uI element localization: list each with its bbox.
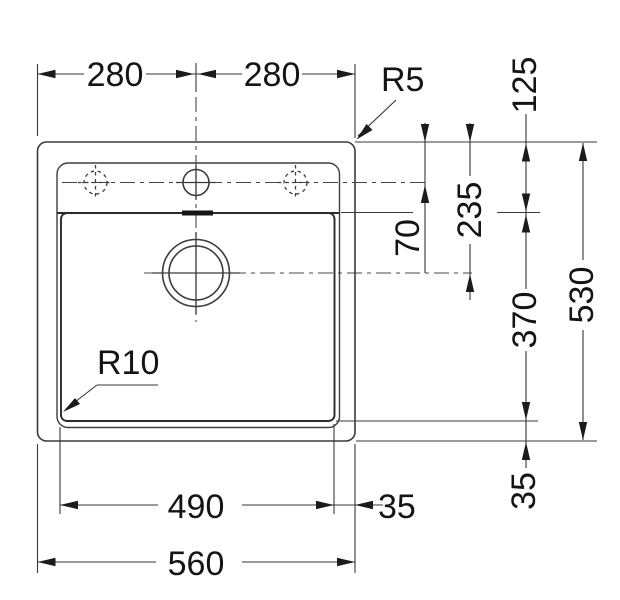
dimension-lines — [37, 73, 584, 563]
dim-overall-depth: 530 — [563, 267, 601, 324]
overflow-slot — [182, 210, 213, 216]
sink-deck — [56, 162, 341, 429]
extension-lines — [36, 63, 597, 573]
dim-edge-to-bowl-top: 125 — [506, 57, 544, 114]
knockout-hole-left — [78, 165, 113, 200]
sink-bowl — [60, 212, 336, 422]
dim-edge-to-drain-axis: 235 — [451, 182, 489, 239]
dimension-arrows — [37, 69, 588, 567]
dimension-labels: 280 280 R5 125 70 235 530 370 R10 490 35… — [87, 56, 601, 583]
knockout-hole-right — [278, 165, 313, 200]
faucet-hole — [176, 165, 216, 200]
dim-top-width-left: 280 — [87, 56, 144, 94]
dim-top-width-right: 280 — [244, 56, 301, 94]
dim-bowl-width: 490 — [168, 488, 225, 526]
dim-bowl-side-offset: 35 — [378, 488, 416, 526]
dim-bowl-corner-radius: R10 — [97, 344, 159, 382]
sink-outline — [36, 141, 356, 442]
dim-overall-width: 560 — [168, 545, 225, 583]
drain — [152, 232, 240, 314]
dim-bowl-depth: 370 — [506, 292, 544, 349]
dim-bowl-bottom-offset: 35 — [505, 472, 543, 510]
dim-rim-corner-radius: R5 — [381, 61, 424, 99]
sink-outer-rim — [36, 141, 356, 442]
dim-edge-to-faucet-axis: 70 — [389, 219, 427, 257]
centerlines — [62, 97, 472, 322]
